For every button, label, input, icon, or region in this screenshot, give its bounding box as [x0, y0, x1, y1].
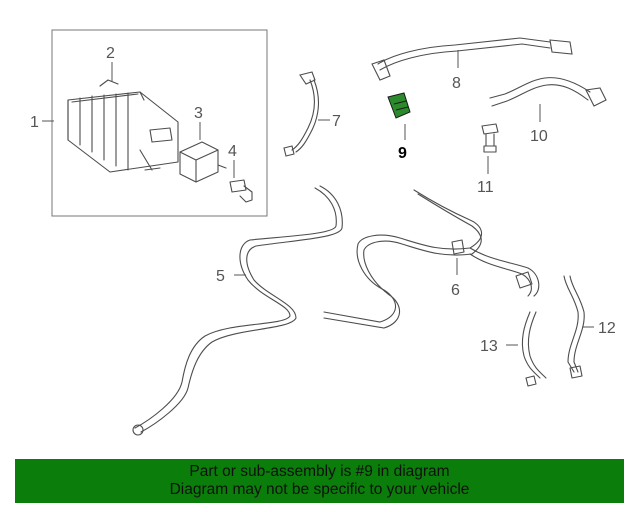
part-11-valve[interactable] — [481, 123, 499, 153]
part-3-box[interactable] — [179, 141, 227, 183]
part-10-hose[interactable] — [489, 77, 607, 107]
callout-13: 13 — [480, 338, 498, 355]
callout-1: 1 — [30, 114, 39, 131]
part-9-connector[interactable] — [387, 92, 411, 119]
part-info-banner: Part or sub-assembly is #9 in diagram Di… — [15, 459, 624, 503]
part-5-line[interactable] — [132, 185, 343, 436]
callout-4: 4 — [228, 143, 237, 160]
callout-11: 11 — [477, 179, 494, 196]
callout-6: 6 — [451, 282, 460, 299]
part-13-line[interactable] — [521, 311, 547, 387]
part-7-hose[interactable] — [283, 71, 320, 157]
part-6-line[interactable] — [323, 189, 540, 329]
part-12-line[interactable] — [563, 275, 585, 379]
callout-7: 7 — [332, 113, 341, 130]
leader-lines — [42, 50, 594, 346]
part-1-canister[interactable] — [67, 79, 179, 173]
part-8-hose[interactable] — [371, 37, 573, 81]
callout-3: 3 — [194, 105, 203, 122]
callout-9: 9 — [398, 145, 407, 162]
banner-line-2: Diagram may not be specific to your vehi… — [169, 481, 470, 498]
callout-10: 10 — [530, 128, 548, 145]
callout-8: 8 — [452, 75, 461, 92]
banner-line-1: Part or sub-assembly is #9 in diagram — [189, 463, 450, 480]
callout-12: 12 — [598, 320, 616, 337]
assembly-box — [51, 29, 268, 217]
callout-2: 2 — [106, 45, 115, 62]
callout-5: 5 — [216, 268, 225, 285]
part-4-valve[interactable] — [229, 179, 253, 203]
parts-diagram: 1 2 3 4 5 6 7 8 9 10 11 12 13 — [30, 29, 616, 436]
